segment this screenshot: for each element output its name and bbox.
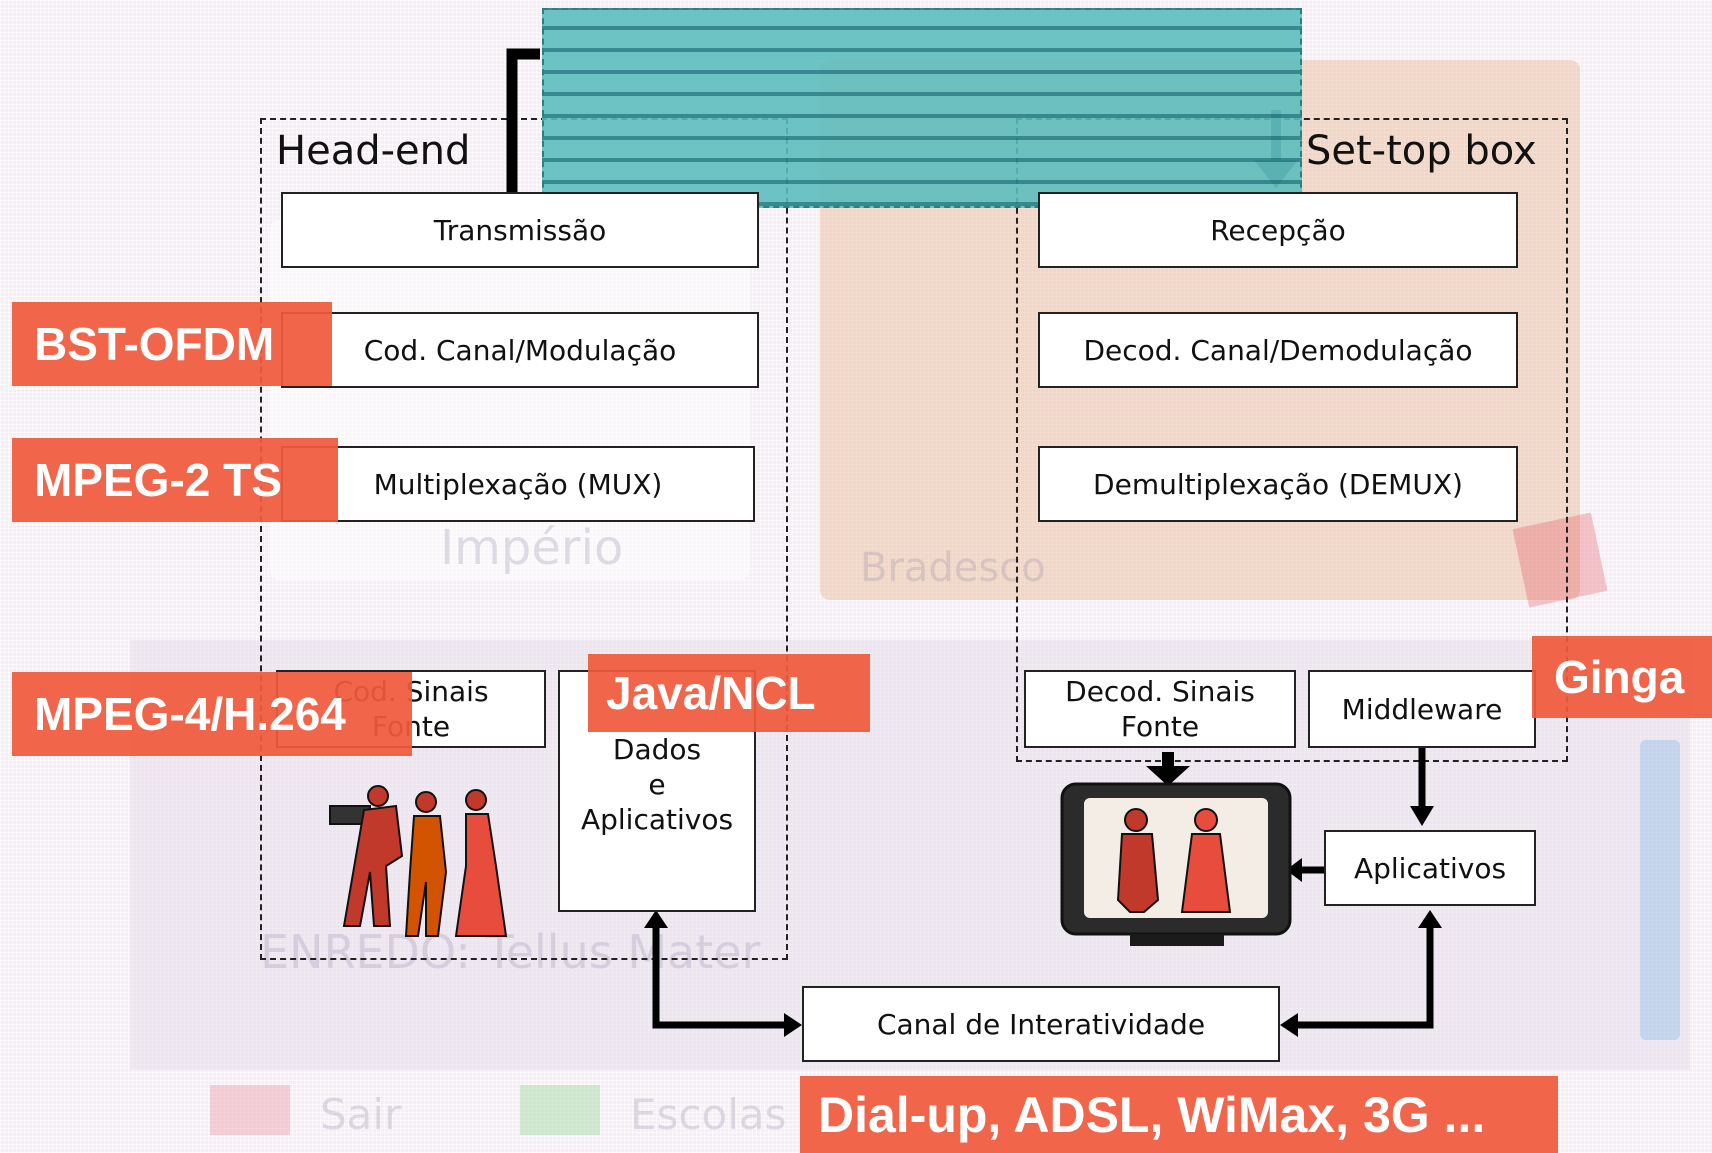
- head-end-group: [260, 118, 788, 960]
- title-overlay-band: [542, 8, 1302, 208]
- java-ncl-tag: Java/NCL: [588, 654, 870, 732]
- interactivity-channel-label: Canal de Interatividade: [876, 1007, 1206, 1041]
- camera-crew-illustration-icon: [329, 785, 508, 937]
- ginga-tag: Ginga: [1532, 636, 1712, 718]
- transmission-label: Transmissão: [433, 213, 607, 247]
- head-end-label: Head-end: [276, 128, 471, 174]
- source-decoding-block: Decod. Sinais Fonte: [1024, 670, 1296, 748]
- interactivity-channel-block: Canal de Interatividade: [802, 986, 1280, 1062]
- television-set-icon: [1060, 782, 1292, 946]
- demultiplexing-block: Demultiplexação (DEMUX): [1038, 446, 1518, 522]
- applications-label: Aplicativos: [1353, 851, 1507, 885]
- return-channel-technologies-tag: Dial-up, ADSL, WiMax, 3G ...: [800, 1076, 1558, 1153]
- bst-ofdm-tag: BST-OFDM: [12, 302, 332, 386]
- data-apps-label-line1: Dados: [612, 733, 702, 766]
- source-decoding-label-line1: Decod. Sinais: [1065, 675, 1255, 708]
- channel-decoding-block: Decod. Canal/Demodulação: [1038, 312, 1518, 388]
- reception-block: Recepção: [1038, 192, 1518, 268]
- applications-block: Aplicativos: [1324, 830, 1536, 906]
- middleware-block: Middleware: [1308, 670, 1536, 748]
- data-apps-label-line2: e: [648, 768, 666, 801]
- mpeg4-h264-tag: MPEG-4/H.264: [12, 672, 412, 756]
- channel-decoding-label: Decod. Canal/Demodulação: [1083, 333, 1473, 367]
- set-top-box-label: Set-top box: [1306, 128, 1537, 174]
- source-decoding-label-line2: Fonte: [1120, 710, 1200, 743]
- middleware-label: Middleware: [1341, 692, 1503, 726]
- channel-coding-block: Cod. Canal/Modulação: [281, 312, 759, 388]
- multiplexing-block: Multiplexação (MUX): [281, 446, 755, 522]
- demultiplexing-label: Demultiplexação (DEMUX): [1093, 467, 1463, 501]
- reception-label: Recepção: [1210, 213, 1346, 247]
- multiplexing-label: Multiplexação (MUX): [373, 467, 663, 501]
- mpeg2-ts-tag: MPEG-2 TS: [12, 438, 338, 522]
- transmission-block: Transmissão: [281, 192, 759, 268]
- channel-coding-label: Cod. Canal/Modulação: [363, 333, 677, 367]
- data-apps-label-line3: Aplicativos: [580, 803, 734, 836]
